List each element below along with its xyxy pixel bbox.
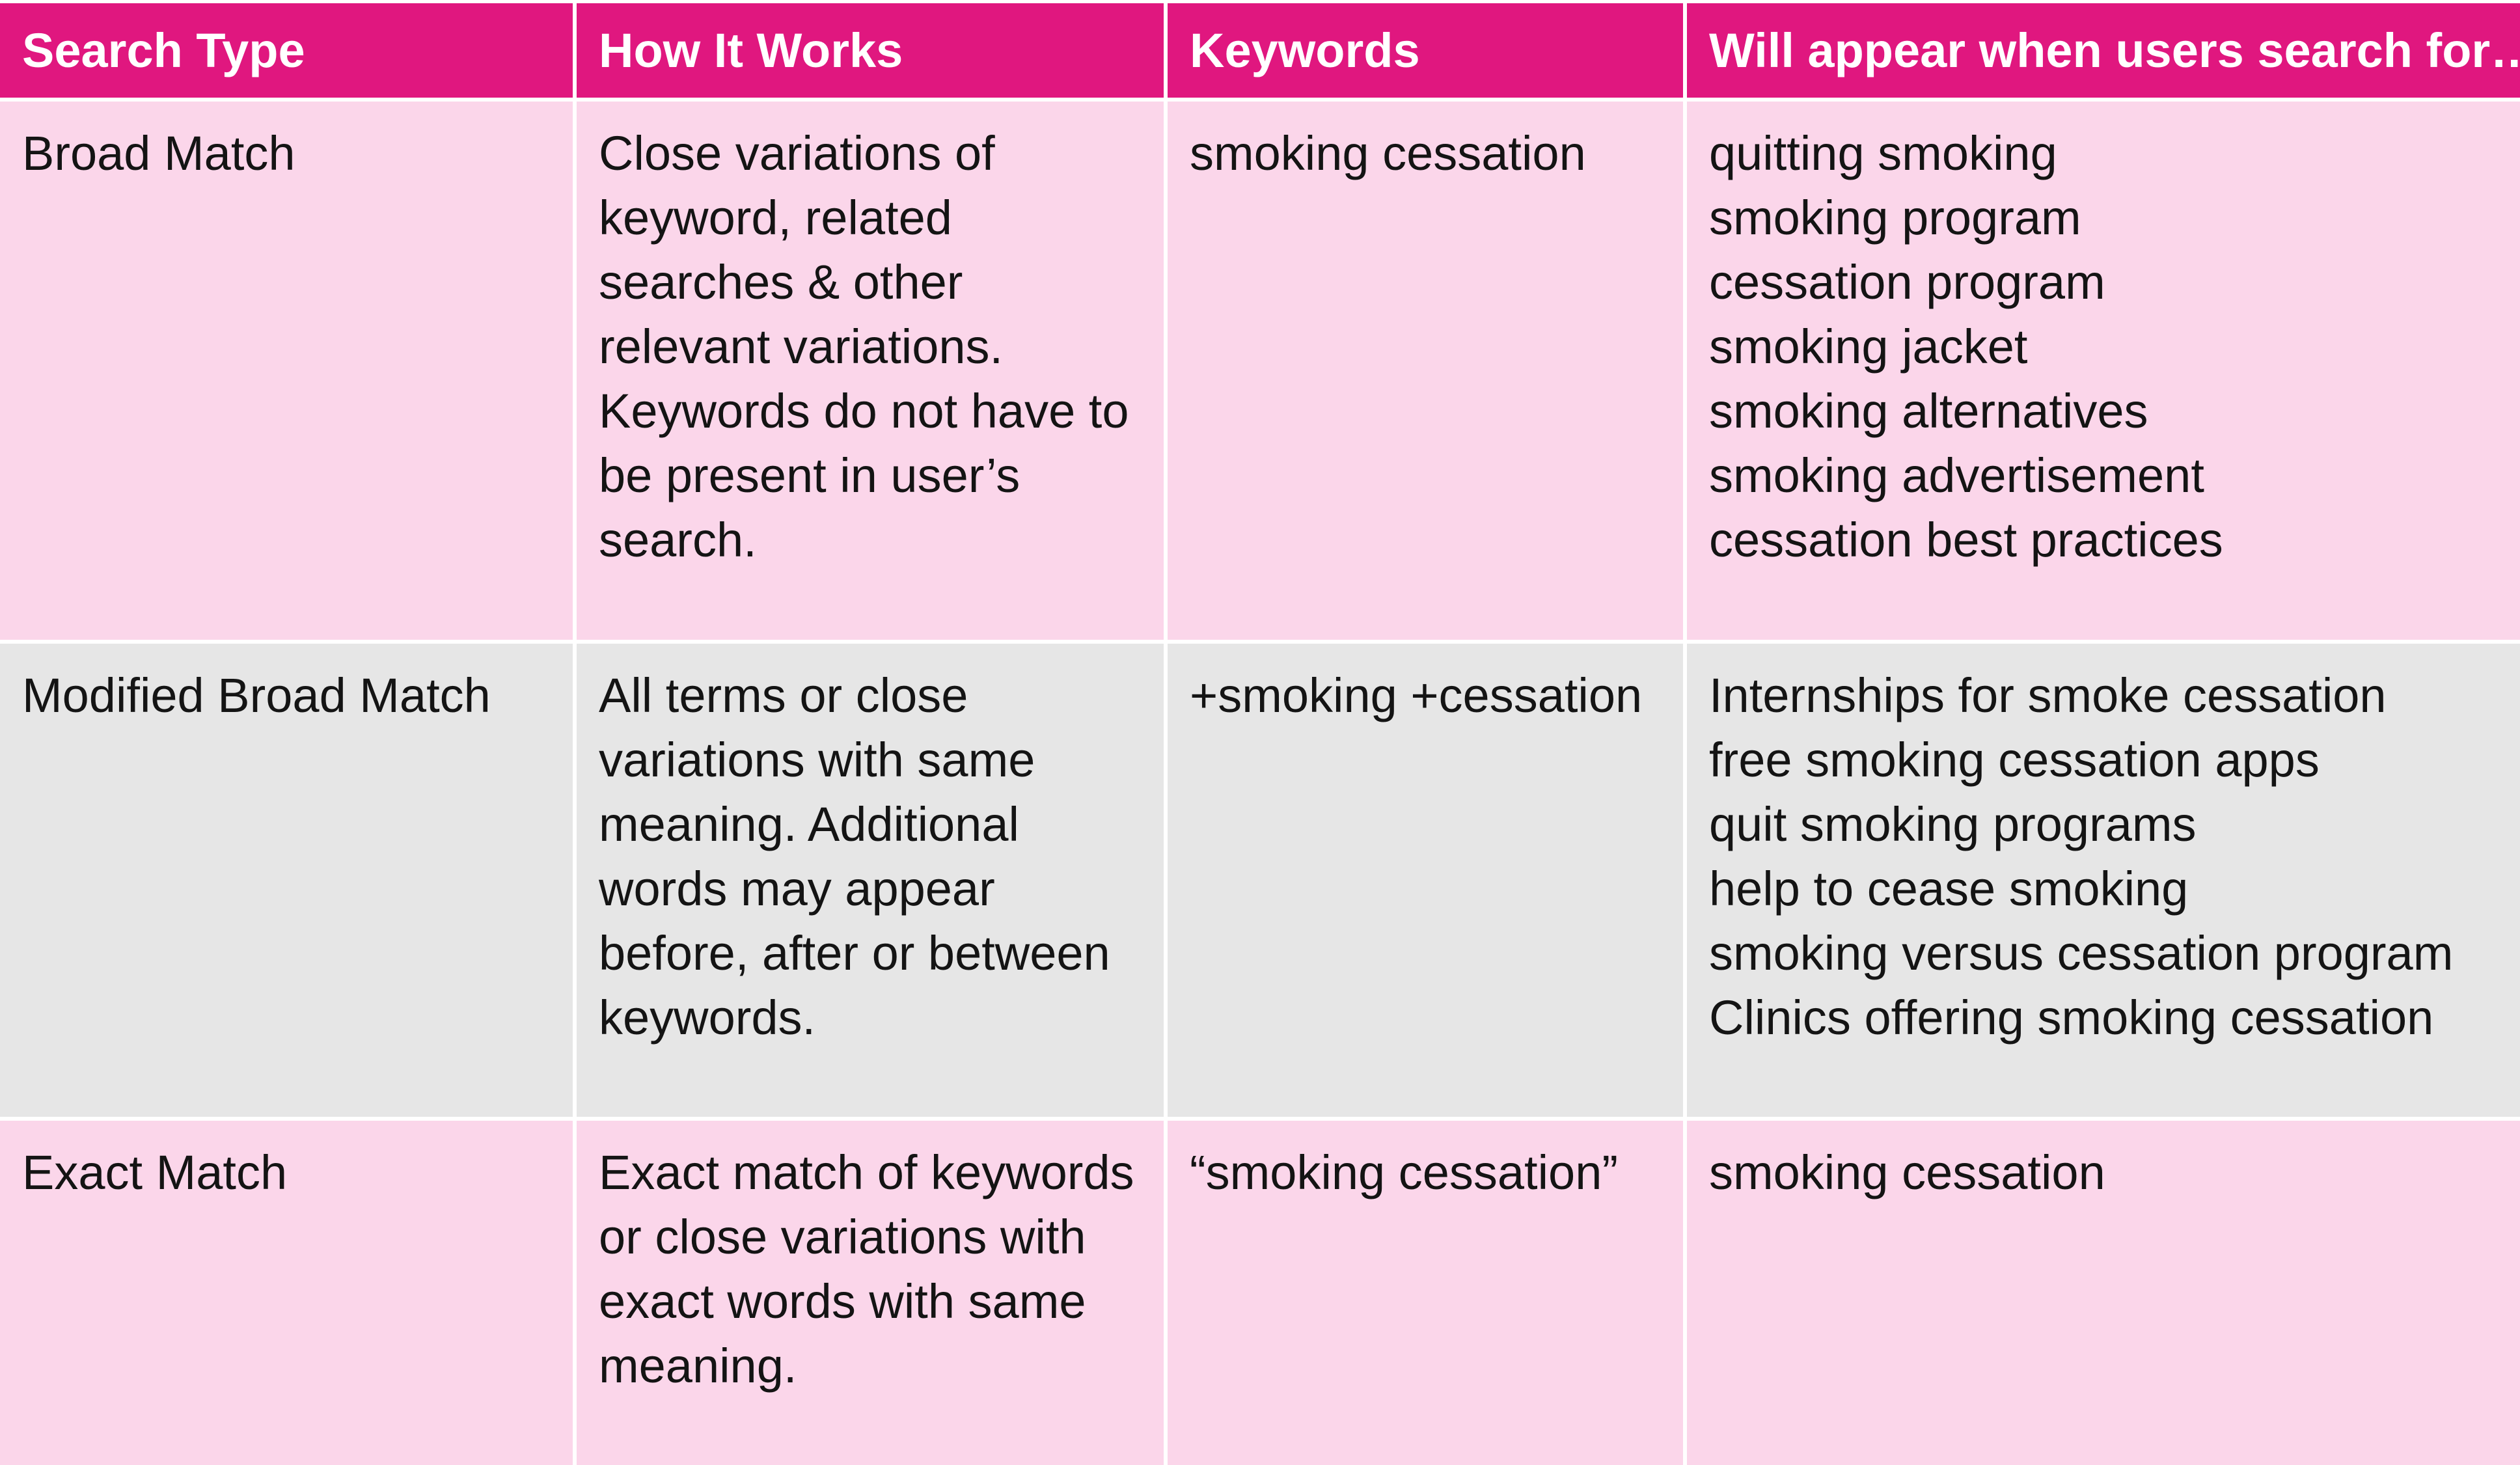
header-keywords: Keywords xyxy=(1168,3,1683,98)
header-will-appear: Will appear when users search for… xyxy=(1687,3,2520,98)
cell-keywords-modified: +smoking +cessation xyxy=(1168,644,1683,1117)
search-type-label: Modified Broad Match xyxy=(22,668,491,722)
search-example: smoking versus cessation program xyxy=(1709,926,2454,980)
how-it-works-line: variations with same xyxy=(599,733,1035,787)
search-example: smoking jacket xyxy=(1709,320,2028,374)
cell-how-it-works-exact: Exact match of keywords or close variati… xyxy=(577,1121,1164,1465)
how-it-works-line: search. xyxy=(599,513,757,567)
how-it-works-line: be present in user’s xyxy=(599,448,1020,502)
search-example: smoking program xyxy=(1709,191,2081,245)
how-it-works-line: keywords. xyxy=(599,991,816,1045)
search-example: smoking cessation xyxy=(1709,1145,2105,1199)
how-it-works-line: exact words with same xyxy=(599,1274,1086,1328)
search-example: help to cease smoking xyxy=(1709,862,2189,916)
search-example: smoking alternatives xyxy=(1709,384,2148,438)
cell-appears-for-broad: quitting smoking smoking program cessati… xyxy=(1687,102,2520,640)
how-it-works-line: Close variations of xyxy=(599,126,995,180)
how-it-works-line: Exact match of keywords xyxy=(599,1145,1134,1199)
search-example: smoking advertisement xyxy=(1709,448,2204,502)
cell-how-it-works-modified: All terms or close variations with same … xyxy=(577,644,1164,1117)
keywords-value: smoking cessation xyxy=(1190,126,1586,180)
cell-search-type-broad: Broad Match xyxy=(0,102,573,640)
how-it-works-line: words may appear xyxy=(599,862,995,916)
how-it-works-line: or close variations with xyxy=(599,1210,1086,1264)
cell-keywords-exact: “smoking cessation” xyxy=(1168,1121,1683,1465)
header-how-it-works: How It Works xyxy=(577,3,1164,98)
how-it-works-line: searches & other xyxy=(599,255,963,309)
search-example: quitting smoking xyxy=(1709,126,2057,180)
how-it-works-line: keyword, related xyxy=(599,191,952,245)
header-search-type: Search Type xyxy=(0,3,573,98)
cell-how-it-works-broad: Close variations of keyword, related sea… xyxy=(577,102,1164,640)
cell-keywords-broad: smoking cessation xyxy=(1168,102,1683,640)
match-type-table: Search Type How It Works Keywords Will a… xyxy=(0,3,2520,1465)
how-it-works-line: meaning. Additional xyxy=(599,797,1019,851)
search-example: Clinics offering smoking cessation xyxy=(1709,991,2434,1045)
search-type-label: Broad Match xyxy=(22,126,295,180)
cell-search-type-modified: Modified Broad Match xyxy=(0,644,573,1117)
search-type-label: Exact Match xyxy=(22,1145,288,1199)
search-example: quit smoking programs xyxy=(1709,797,2197,851)
search-example: Internships for smoke cessation xyxy=(1709,668,2387,722)
keywords-value: “smoking cessation” xyxy=(1190,1145,1619,1199)
search-example: free smoking cessation apps xyxy=(1709,733,2320,787)
cell-search-type-exact: Exact Match xyxy=(0,1121,573,1465)
how-it-works-line: meaning. xyxy=(599,1339,797,1393)
keywords-value: +smoking +cessation xyxy=(1190,668,1643,722)
how-it-works-line: Keywords do not have to xyxy=(599,384,1129,438)
how-it-works-line: All terms or close xyxy=(599,668,968,722)
cell-appears-for-modified: Internships for smoke cessation free smo… xyxy=(1687,644,2520,1117)
cell-appears-for-exact: smoking cessation xyxy=(1687,1121,2520,1465)
how-it-works-line: relevant variations. xyxy=(599,320,1004,374)
search-example: cessation program xyxy=(1709,255,2105,309)
search-example: cessation best practices xyxy=(1709,513,2223,567)
how-it-works-line: before, after or between xyxy=(599,926,1110,980)
